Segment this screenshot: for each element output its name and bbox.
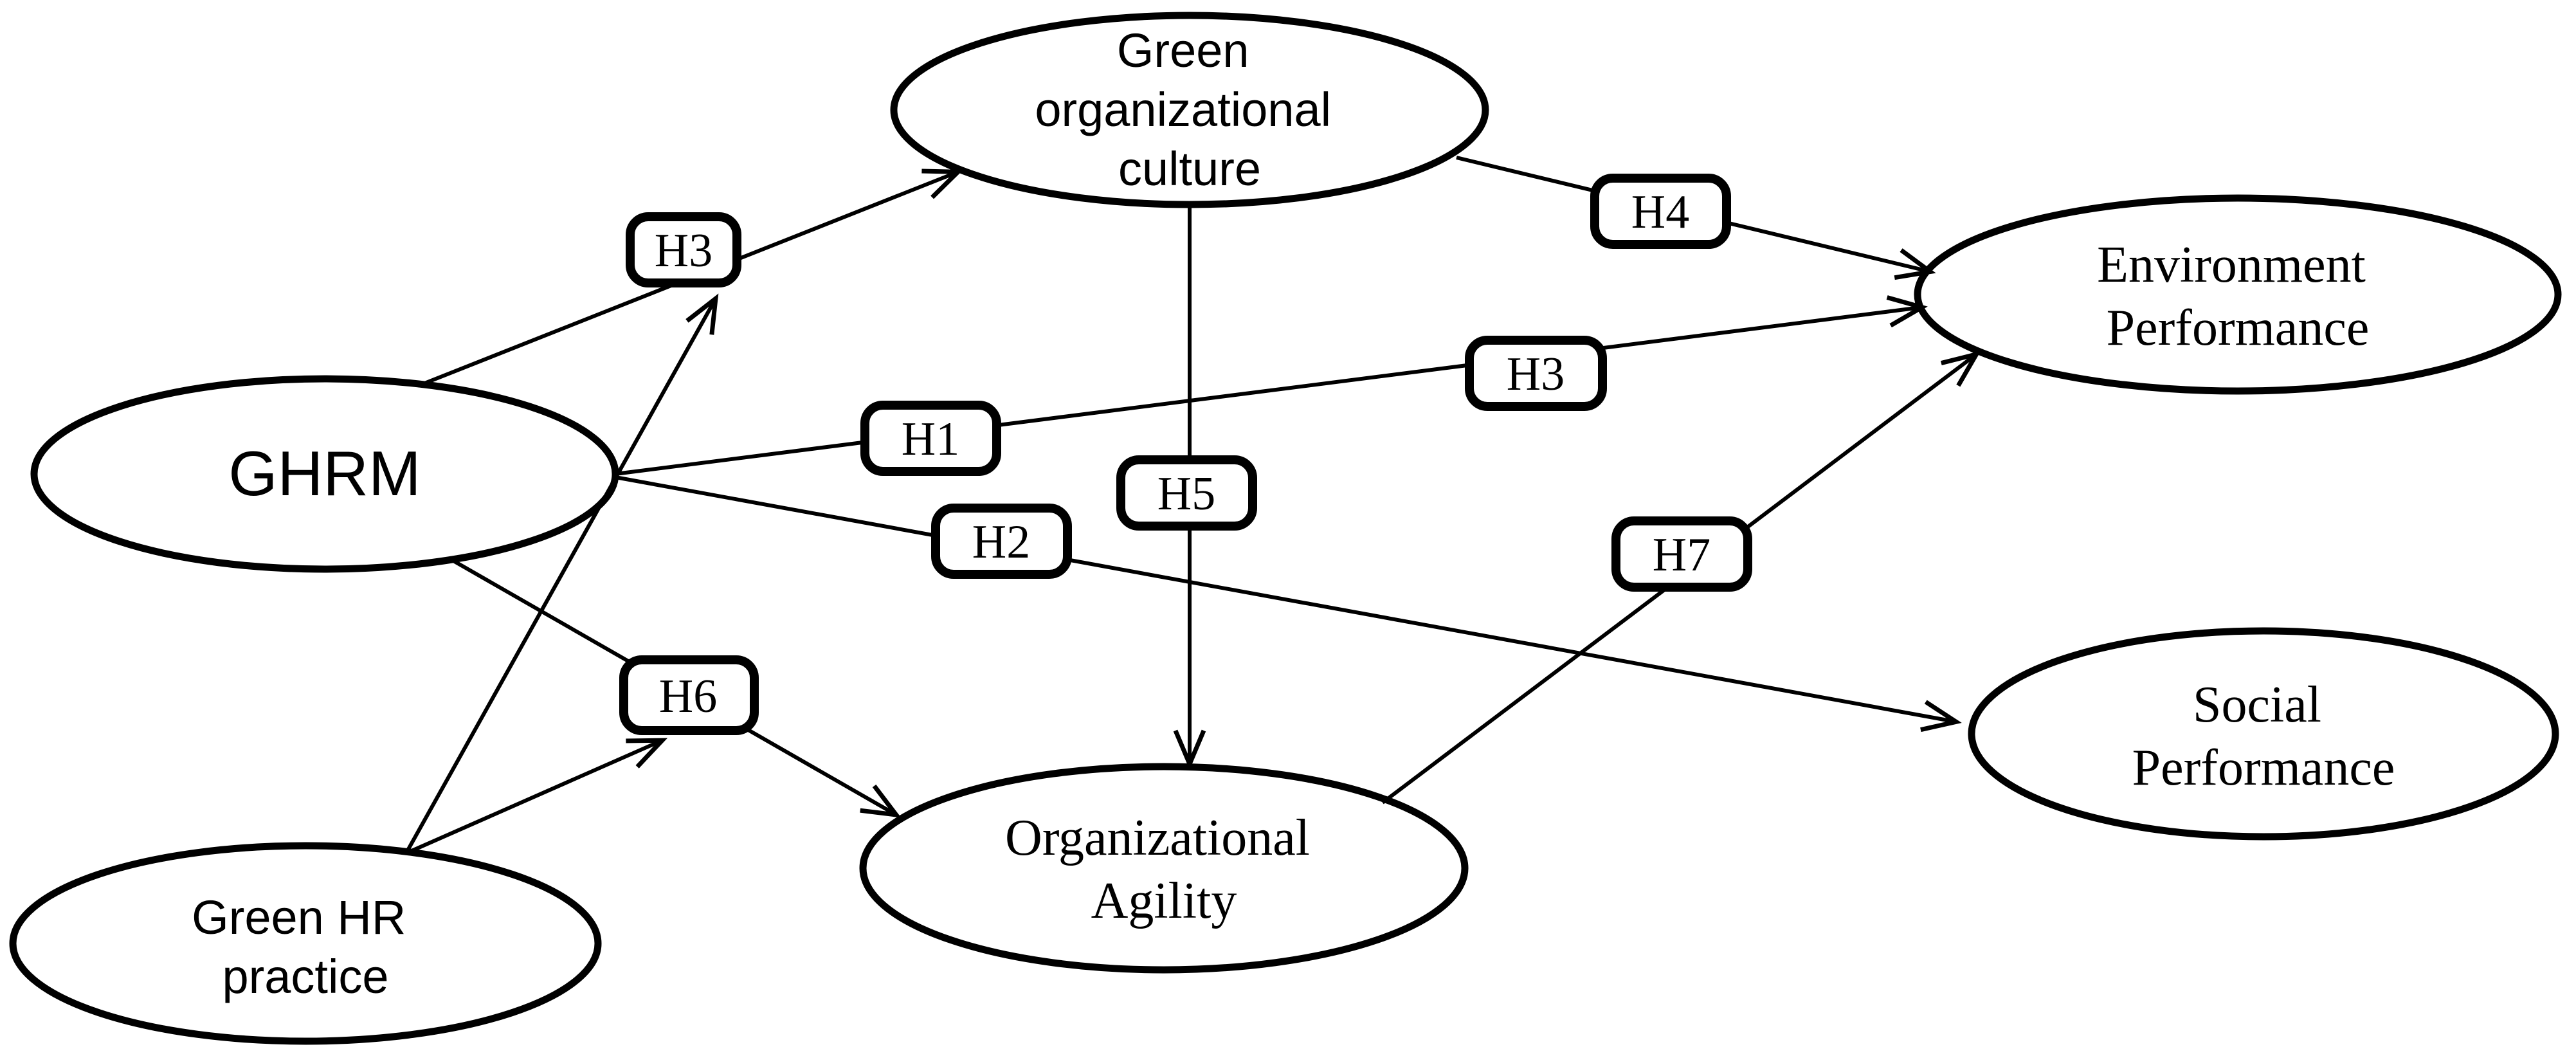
edge-ghrm-to-social-performance-h2 <box>615 475 1962 733</box>
edge-ghrm-to-environment-performance-h1-h3 <box>615 295 1928 476</box>
label-box-h2 <box>931 504 1072 579</box>
label-h5: H5 <box>1157 468 1215 520</box>
label-h4: H4 <box>1631 186 1689 239</box>
node-green-hr-practice-label: Green HR practice <box>192 891 419 1003</box>
label-box-h7 <box>1611 516 1752 592</box>
node-organizational-agility-ellipse <box>859 763 1469 974</box>
label-box-h3-middle <box>1465 336 1607 411</box>
node-green-hr-practice-ellipse <box>9 842 602 1045</box>
label-h2: H2 <box>972 516 1030 569</box>
node-environment-performance-label: Environment Performance <box>2097 237 2379 356</box>
label-h1: H1 <box>902 413 959 466</box>
label-box-h6 <box>619 655 759 735</box>
node-social-performance-label: Social Performance <box>2132 677 2395 796</box>
node-green-organizational-culture-label: Green organizational culture <box>1035 24 1344 196</box>
edge-green-hr-practice-to-h3-box <box>405 293 719 853</box>
node-ghrm-label: GHRM <box>228 438 421 509</box>
label-h7: H7 <box>1653 529 1710 581</box>
label-box-h1 <box>860 401 1001 476</box>
node-environment-performance-ellipse <box>1914 194 2562 395</box>
label-h3-middle: H3 <box>1507 348 1565 401</box>
label-h6: H6 <box>659 670 717 723</box>
label-box-h3-upper <box>626 212 741 287</box>
edge-green-hr-practice-to-h6-box <box>410 738 668 853</box>
label-h3-upper: H3 <box>655 224 712 277</box>
label-box-h5 <box>1116 455 1257 531</box>
node-social-performance-ellipse <box>1968 627 2559 841</box>
node-organizational-agility-label: Organizational Agility <box>1005 810 1323 929</box>
label-box-h4 <box>1590 174 1731 249</box>
